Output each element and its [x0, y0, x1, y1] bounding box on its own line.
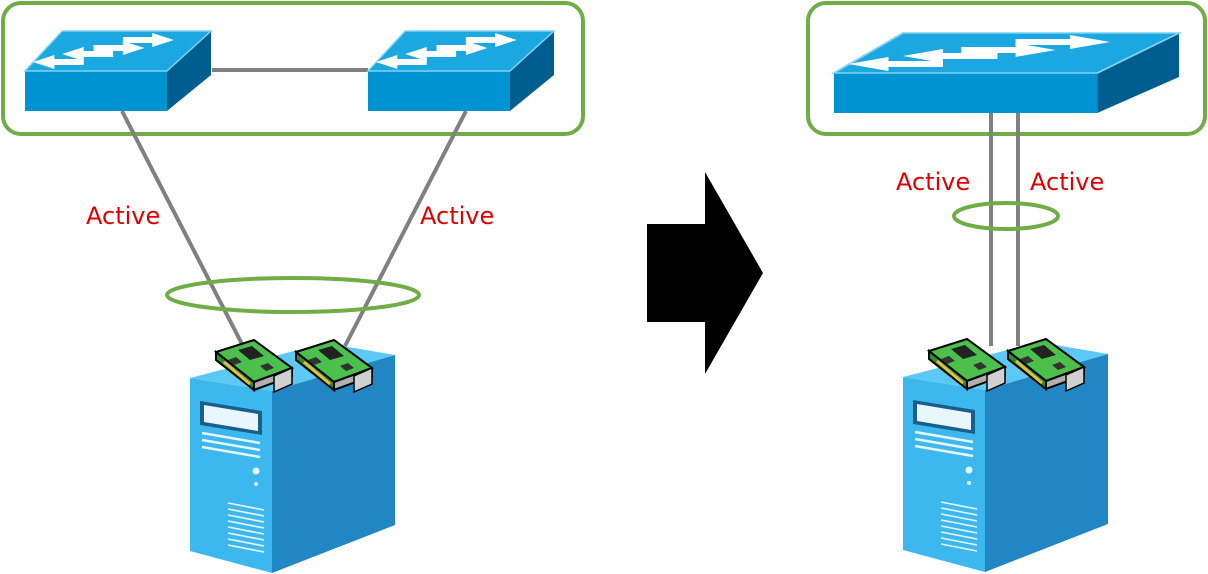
- right-team-ellipse: [952, 201, 1060, 231]
- left-panel: Active Active: [1, 1, 585, 574]
- left-switch-stack-outline: [1, 1, 585, 136]
- network-switch-icon: [367, 30, 555, 112]
- right-link-label-2: Active: [1030, 168, 1104, 196]
- left-team-ellipse: [165, 276, 421, 314]
- left-cable-2: [343, 110, 468, 347]
- right-switch-stack-outline: [806, 1, 1207, 136]
- left-cable-1: [120, 110, 245, 347]
- left-link-label-2: Active: [420, 202, 494, 230]
- right-arrow-icon: [647, 172, 763, 374]
- network-switch-icon: [24, 30, 212, 112]
- right-link-label-1: Active: [896, 168, 970, 196]
- right-panel: Active Active: [806, 1, 1207, 574]
- left-link-label-1: Active: [86, 202, 160, 230]
- network-switch-icon: [832, 31, 1181, 115]
